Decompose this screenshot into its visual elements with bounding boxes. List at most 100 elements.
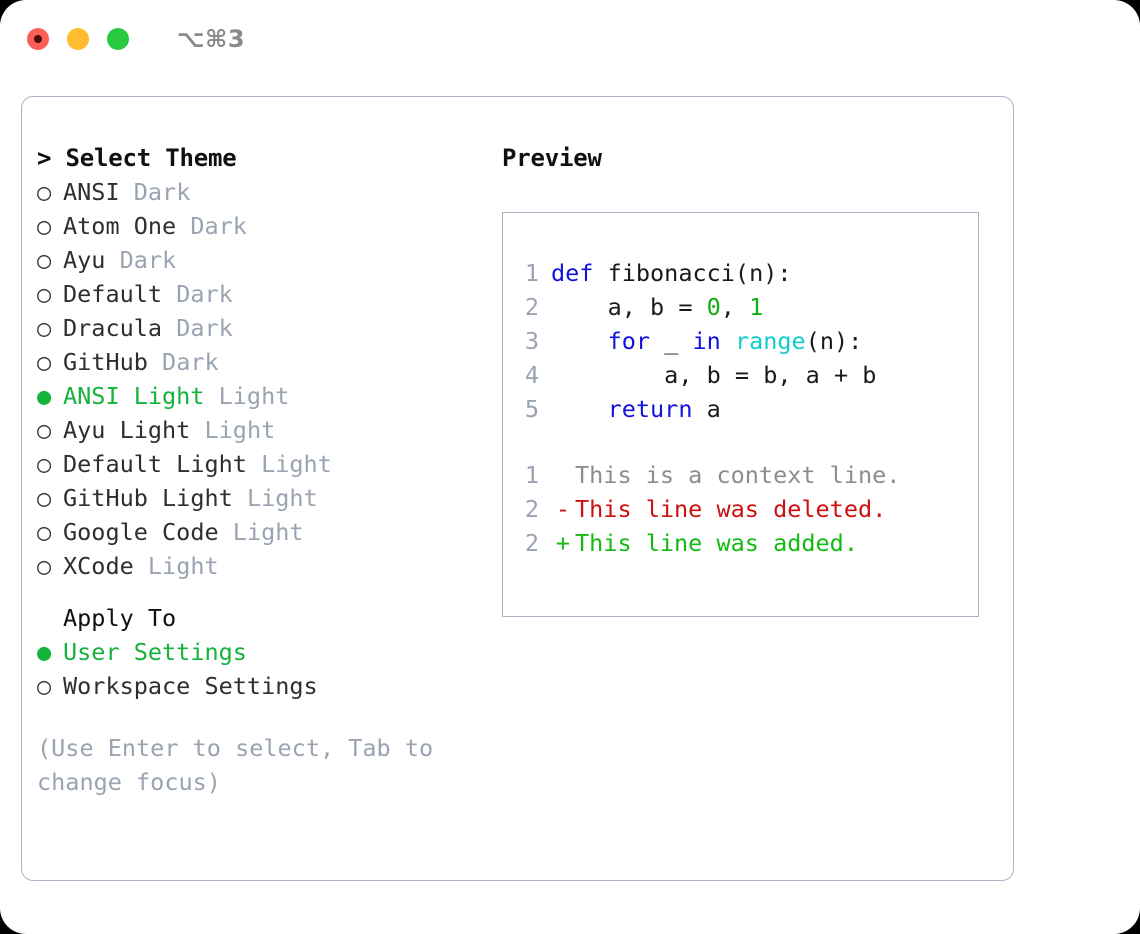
code-line: 2 a, b = 0, 1 <box>515 290 974 324</box>
theme-name-label: Google Code <box>63 518 219 546</box>
theme-list-item[interactable]: ○ Google Code Light <box>37 515 487 549</box>
diff-line-number: 2 <box>524 529 539 557</box>
theme-selector-column: > Select Theme ○ANSI Dark○Atom One Dark○… <box>37 141 487 799</box>
code-token-plain: a, b = <box>551 293 707 321</box>
radio-unselected-icon[interactable]: ○ <box>37 212 52 240</box>
apply-to-option[interactable]: ○Workspace Settings <box>37 669 487 703</box>
theme-list-item[interactable]: ○Ayu Light Light <box>37 413 487 447</box>
radio-unselected-icon[interactable]: ○ <box>37 416 52 444</box>
theme-name-label: Atom One <box>63 212 177 240</box>
select-theme-header: > Select Theme <box>37 144 237 172</box>
code-token-plain: _ <box>650 327 693 355</box>
theme-name-label: Default Light <box>63 450 247 478</box>
theme-mode-label: Light <box>147 552 219 580</box>
code-line-number: 5 <box>524 395 539 423</box>
code-token-kw: for <box>607 327 651 355</box>
theme-mode-label: Light <box>261 450 332 478</box>
spacer <box>134 552 148 580</box>
radio-unselected-icon[interactable]: ○ <box>37 518 52 546</box>
maximize-button-icon[interactable] <box>107 28 129 50</box>
code-token-fn: range <box>734 327 806 355</box>
theme-list: ○ANSI Dark○Atom One Dark○Ayu Dark○Defaul… <box>37 175 487 583</box>
radio-unselected-icon[interactable]: ○ <box>37 314 52 342</box>
radio-unselected-icon[interactable]: ○ <box>37 552 52 580</box>
theme-mode-label: Light <box>204 416 276 444</box>
diff-marker-deleted: - <box>555 495 571 523</box>
diff-line-number: 1 <box>524 461 539 489</box>
radio-selected-icon[interactable]: ● <box>37 638 52 666</box>
radio-unselected-icon[interactable]: ○ <box>37 450 52 478</box>
spacer <box>247 450 261 478</box>
theme-list-item[interactable]: ○ANSI Dark <box>37 175 487 209</box>
spacer <box>162 280 176 308</box>
theme-name-label: ANSI Light <box>63 382 205 410</box>
minimize-button-icon[interactable] <box>67 28 89 50</box>
spacer <box>190 416 204 444</box>
spacer <box>176 212 190 240</box>
code-token-kw: def <box>551 259 608 287</box>
theme-list-item[interactable]: ○ Atom One Dark <box>37 209 487 243</box>
traffic-light-group <box>27 28 129 50</box>
code-line: 3 for _ in range(n): <box>515 324 974 358</box>
radio-unselected-icon[interactable]: ○ <box>37 672 52 700</box>
theme-name-label: XCode <box>63 552 134 580</box>
spacer <box>105 246 119 274</box>
spacer <box>219 518 233 546</box>
spacer <box>204 382 218 410</box>
code-token-num: 0 <box>706 293 721 321</box>
code-token-kw: in <box>692 327 721 355</box>
diff-line: 2-This line was deleted. <box>515 492 974 526</box>
theme-list-item[interactable]: ● ANSI Light Light <box>37 379 487 413</box>
code-line: 4 a, b = b, a + b <box>515 358 974 392</box>
diff-marker-added: + <box>555 529 571 557</box>
diff-line-text: This is a context line. <box>575 461 901 489</box>
radio-unselected-icon[interactable]: ○ <box>37 484 52 512</box>
theme-list-item[interactable]: ○ Dracula Dark <box>37 311 487 345</box>
code-token-kw: return <box>607 395 693 423</box>
diff-line: 2 +This line was added. <box>515 526 974 560</box>
radio-unselected-icon[interactable]: ○ <box>37 178 52 206</box>
theme-name-label: Default <box>63 280 163 308</box>
theme-list-item[interactable]: ○ Default Light Light <box>37 447 487 481</box>
spacer <box>148 348 162 376</box>
theme-mode-label: Dark <box>119 246 177 274</box>
theme-mode-label: Light <box>232 518 304 546</box>
code-token-plain: , <box>720 293 750 321</box>
theme-name-label: Dracula <box>63 314 163 342</box>
diff-line-number: 2 <box>524 495 539 523</box>
radio-unselected-icon[interactable]: ○ <box>37 280 52 308</box>
radio-unselected-icon[interactable]: ○ <box>37 348 52 376</box>
theme-name-label: GitHub Light <box>63 484 233 512</box>
theme-list-item[interactable]: ○ Default Dark <box>37 277 487 311</box>
code-line-number: 4 <box>524 361 539 389</box>
apply-to-option[interactable]: ●User Settings <box>37 635 487 669</box>
theme-list-item[interactable]: ○Ayu Dark <box>37 243 487 277</box>
code-line-number: 1 <box>524 259 539 287</box>
theme-list-item[interactable]: ○ GitHub Light Light <box>37 481 487 515</box>
theme-mode-label: Light <box>246 484 318 512</box>
diff-sample: 1 This is a context line. 2-This line was… <box>515 458 974 560</box>
title-bar: ⌥⌘3 <box>0 0 1140 78</box>
close-button-icon[interactable] <box>27 28 49 50</box>
code-token-plain <box>551 395 608 423</box>
theme-list-item[interactable]: ○GitHub Dark <box>37 345 487 379</box>
theme-list-item[interactable]: ○ XCode Light <box>37 549 487 583</box>
spacer <box>233 484 247 512</box>
theme-mode-label: Dark <box>176 280 233 308</box>
keyboard-shortcut-label: ⌥⌘3 <box>177 25 246 53</box>
theme-mode-label: Light <box>218 382 290 410</box>
diff-marker-context <box>551 458 575 492</box>
diff-line-text: This line was added. <box>575 529 858 557</box>
code-token-plain <box>721 327 735 355</box>
theme-mode-label: Dark <box>176 314 233 342</box>
theme-mode-label: Dark <box>190 212 247 240</box>
code-token-plain: a, b = b, a + b <box>551 361 877 389</box>
code-token-plain <box>551 327 608 355</box>
code-token-plain: a <box>692 395 721 423</box>
radio-unselected-icon[interactable]: ○ <box>37 246 52 274</box>
radio-selected-icon[interactable]: ● <box>37 382 52 410</box>
code-token-num: 1 <box>749 293 764 321</box>
